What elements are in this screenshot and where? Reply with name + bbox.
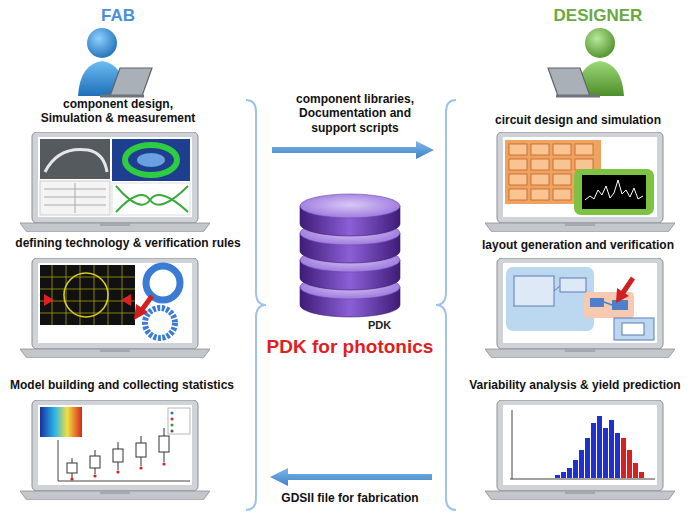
node-heading: PDK for photonics — [240, 336, 460, 358]
flow-arrow-left — [270, 468, 432, 486]
step-label: Variability analysis & yield prediction — [469, 378, 680, 392]
step-label: component design, Simulation & measureme… — [33, 97, 203, 126]
left-brace — [246, 100, 266, 510]
flow-arrow-right — [272, 141, 434, 159]
database-shape — [240, 190, 460, 330]
right-brace — [436, 100, 456, 510]
layout-screen — [506, 267, 654, 340]
database-node: PDK PDK for photonics — [240, 190, 460, 362]
statistics-screen — [40, 407, 190, 481]
circuit-design-screen — [505, 140, 654, 215]
column-heading: DESIGNER — [554, 6, 643, 26]
flow-label: GDSII file for fabrication — [281, 491, 418, 505]
step-label: circuit design and simulation — [495, 113, 661, 127]
step-label: defining technology & verification rules — [15, 236, 240, 250]
step-label: layout generation and verification — [482, 238, 674, 252]
fab-user-icon — [78, 28, 152, 96]
step-label: Model building and collecting statistics — [10, 378, 234, 392]
flow-label: component libraries, Documentation and s… — [280, 92, 430, 135]
column-heading: FAB — [101, 6, 135, 26]
component-design-screen — [40, 139, 190, 215]
verification-rules-screen — [40, 265, 180, 338]
laptop-frames — [20, 132, 675, 500]
histogram-screen — [510, 410, 655, 479]
database-tag: PDK — [368, 319, 391, 331]
designer-user-icon — [548, 28, 624, 96]
database-cylinder — [300, 194, 400, 317]
